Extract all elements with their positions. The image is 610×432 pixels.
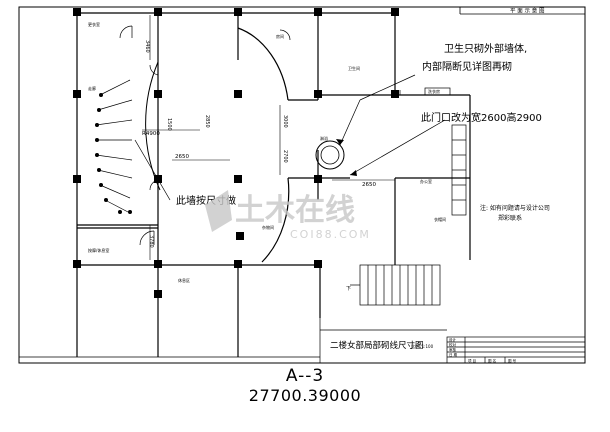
dim-2650: 2650 [175,154,189,160]
room-label-changing: 更衣室 [88,21,100,27]
dim-2700: 2700 [282,150,288,163]
dim-3460: 3460 [144,40,150,53]
room-label-corridor: 走廊 [88,85,96,91]
room-label-storage: 杂物间 [262,224,274,230]
curved-wall-lower [261,177,290,263]
stair [350,264,441,306]
room-label-room-a: 房间 [276,33,284,39]
room-label-cloakroom: 衣帽间 [434,216,446,222]
dim-3780: 3780 [148,235,154,248]
plan-scale: 比例: 1:100 [411,343,434,349]
title-block-review: 审核 [449,347,457,352]
note-contact-line2: 郑彩联系 [498,214,522,222]
sheet-border [18,6,586,364]
note-door: 此门口改为宽2600高2900 [421,111,542,124]
title-block-footer-3: 图 号 [508,358,517,363]
right-fixtures [424,87,467,216]
room-label-showers: 淋浴 [320,135,328,141]
title-block-date: 日 期 [449,352,458,357]
plan-title: 二楼女部局部砌线尺寸图 [330,340,424,351]
leader-lines [134,74,446,201]
room-label-office: 办公室 [420,178,432,184]
dim-r4900: R4900 [142,131,160,137]
sheet-title: 平 面 示 意 图 [510,7,545,15]
note-contact-line1: 注: 如有问题请与设计公司 [480,204,550,212]
note-wall-line1: 卫生只砌外部墙体, [444,42,527,55]
room-label-massage: 按摩/休息室 [88,247,109,253]
dim-3000: 3000 [282,115,288,128]
room-label-toilet: 卫生间 [348,65,360,71]
columns [73,8,399,298]
note-wall-line2: 内部隔断见详图再砌 [422,60,512,73]
room-label-rest-area: 休息区 [178,277,190,283]
round-column-inner [320,145,340,165]
title-block [446,336,586,364]
door-swings [119,25,291,246]
dimension-lines [142,15,395,260]
title-block-footer-2: 图 名 [488,358,496,363]
shower-fixtures [95,79,133,213]
stair-label: 下 [346,286,351,292]
title-block-footer-1: 项 目 [468,358,476,363]
watermark-sub: COI88.COM [290,228,371,241]
title-block-check: 校对 [449,342,457,347]
walls [76,12,471,357]
round-column [315,140,345,170]
dim-2850: 2850 [204,115,210,128]
watermark-main: 土木在线 [235,193,355,228]
dimensions-caption: 27700.39000 [248,386,362,405]
watermark-logo-icon [205,190,232,232]
dim-2650b: 2650 [362,182,376,188]
title-block-design: 设计 [449,337,457,342]
dim-1500: 1500 [166,118,172,131]
shower-heads [95,93,132,214]
note-arrow [336,139,357,176]
curved-wall [237,27,289,101]
room-label-laundry: 洗衣房 [428,88,440,94]
watermark: 土木在线 COI88.COM [205,190,371,241]
drawing-number: A--3 [285,366,325,386]
